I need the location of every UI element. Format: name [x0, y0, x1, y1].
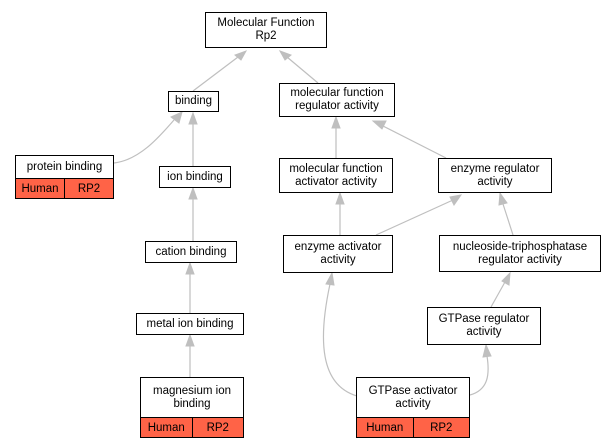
edge-binding-root	[192, 56, 239, 92]
edge-enzreg-mfreg	[382, 125, 447, 159]
node-ion-binding[interactable]: ion binding	[159, 166, 231, 188]
node-label: nucleoside-triphosphatase regulator acti…	[452, 240, 588, 266]
node-label: enzyme regulator activity	[450, 162, 540, 188]
node-root[interactable]: Molecular Function Rp2	[205, 12, 327, 48]
node-cation-binding[interactable]: cation binding	[145, 241, 237, 263]
node-label: ion binding	[167, 170, 223, 183]
node-protein-binding[interactable]: protein binding Human RP2	[15, 155, 114, 199]
node-label: cation binding	[155, 245, 227, 258]
gene-cell[interactable]: RP2	[192, 418, 243, 437]
arrowhead	[498, 191, 508, 206]
node-metal-ion-binding[interactable]: metal ion binding	[136, 313, 244, 335]
node-gtpase-activator[interactable]: GTPase activator activity Human RP2	[356, 377, 470, 438]
arrowhead	[185, 261, 195, 275]
arrowhead	[371, 120, 387, 130]
species-cell[interactable]: Human	[357, 418, 414, 437]
node-enzyme-activator[interactable]: enzyme activator activity	[283, 235, 393, 273]
node-gtpase-regulator[interactable]: GTPase regulator activity	[427, 307, 541, 345]
arrowhead	[501, 271, 511, 286]
arrowhead	[234, 50, 248, 61]
arrowhead	[325, 271, 335, 286]
edge-protein-binding	[113, 119, 175, 164]
arrowhead	[278, 50, 292, 61]
node-label: molecular function activator activity	[289, 162, 383, 188]
arrowhead	[188, 111, 198, 125]
arrowhead	[482, 343, 492, 358]
annotation-row: Human RP2	[16, 178, 113, 198]
edge-gtpreg-ntpase	[490, 281, 506, 308]
annotation-row: Human RP2	[141, 417, 243, 437]
arrowhead	[449, 194, 463, 206]
gene-cell[interactable]: RP2	[413, 418, 469, 437]
species-cell[interactable]: Human	[141, 418, 193, 437]
node-label: magnesium ion binding	[153, 384, 231, 410]
node-mf-activator[interactable]: molecular function activator activity	[279, 158, 393, 193]
edge-enzact-enzreg	[375, 199, 454, 236]
gene-cell[interactable]: RP2	[65, 179, 113, 198]
edge-mfreg-root	[286, 56, 319, 84]
node-ntpase-regulator[interactable]: nucleoside-triphosphatase regulator acti…	[439, 235, 601, 272]
arrowhead	[170, 111, 183, 124]
node-label: GTPase regulator activity	[438, 313, 530, 338]
node-enzyme-regulator[interactable]: enzyme regulator activity	[438, 158, 552, 193]
node-mf-regulator[interactable]: molecular function regulator activity	[279, 83, 395, 117]
edge-gtpact-enzact	[322, 283, 358, 397]
node-label: GTPase activator activity	[368, 384, 458, 410]
edge-gtpact-gtpreg	[469, 355, 489, 396]
node-magnesium-ion-binding[interactable]: magnesium ion binding Human RP2	[140, 377, 244, 438]
node-label: protein binding	[26, 160, 103, 173]
species-cell[interactable]: Human	[16, 179, 65, 198]
arrowhead	[185, 333, 195, 347]
node-label: enzyme activator activity	[294, 241, 382, 266]
node-label: Molecular Function Rp2	[217, 17, 315, 42]
node-label: molecular function regulator activity	[290, 87, 384, 112]
node-binding[interactable]: binding	[168, 91, 219, 112]
edge-ntpase-enzreg	[502, 203, 514, 236]
node-label: binding	[174, 95, 213, 107]
arrowhead	[335, 191, 345, 205]
arrowhead	[331, 115, 341, 129]
annotation-row: Human RP2	[357, 417, 469, 437]
node-label: metal ion binding	[146, 317, 234, 330]
arrowhead	[188, 186, 198, 200]
